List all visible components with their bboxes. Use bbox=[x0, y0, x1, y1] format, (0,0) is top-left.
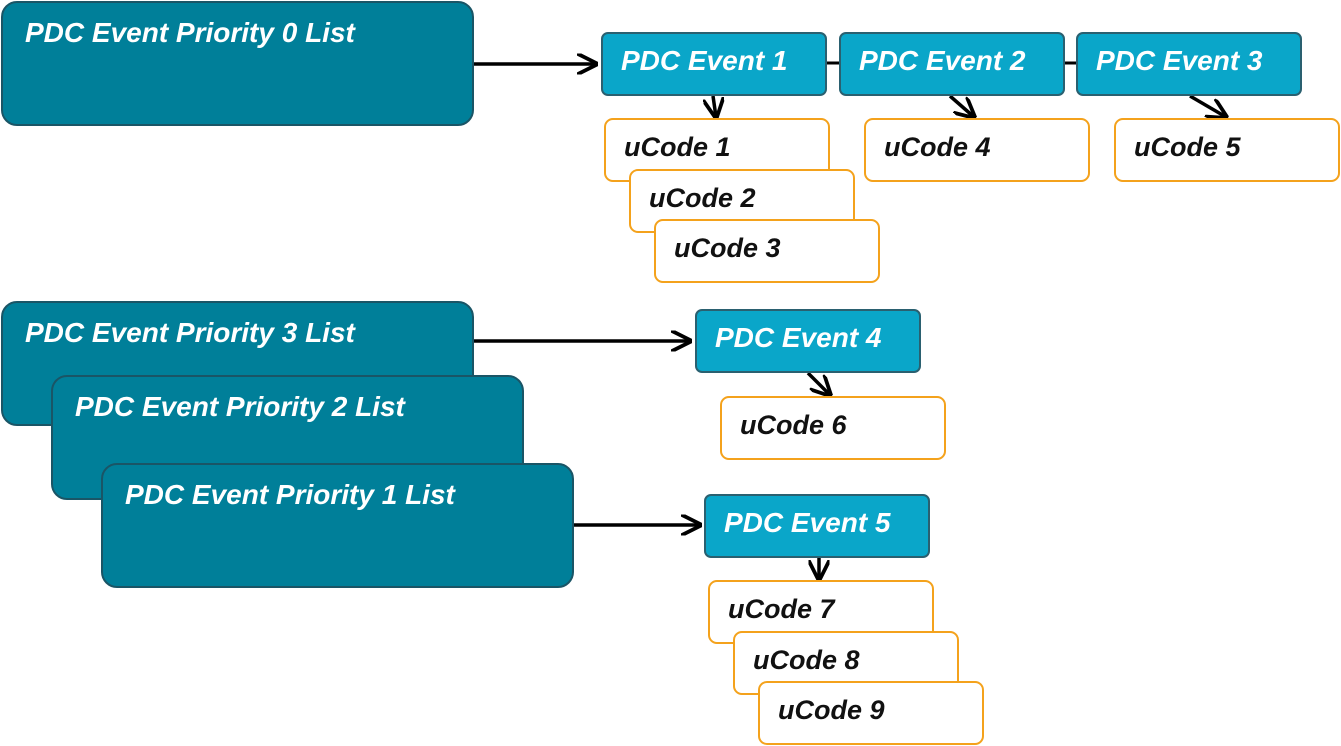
event-2-label: PDC Event 2 bbox=[859, 45, 1026, 76]
priority-1-list: PDC Event Priority 1 List bbox=[101, 463, 574, 588]
event-4-label: PDC Event 4 bbox=[715, 322, 882, 353]
priority-0-list-label: PDC Event Priority 0 List bbox=[25, 17, 355, 48]
ucode-6-label: uCode 6 bbox=[740, 410, 847, 440]
ucode-3-label: uCode 3 bbox=[674, 233, 781, 263]
ucode-6: uCode 6 bbox=[720, 396, 946, 460]
ucode-3: uCode 3 bbox=[654, 219, 880, 283]
edge-event3-to-ucode5 bbox=[1189, 94, 1226, 117]
priority-2-list-label: PDC Event Priority 2 List bbox=[75, 391, 405, 422]
ucode-5-label: uCode 5 bbox=[1134, 132, 1241, 162]
ucode-9: uCode 9 bbox=[758, 681, 984, 745]
ucode-5: uCode 5 bbox=[1114, 118, 1340, 182]
edge-event2-to-ucode4 bbox=[948, 94, 974, 117]
ucode-2-label: uCode 2 bbox=[649, 183, 756, 213]
event-3-label: PDC Event 3 bbox=[1096, 45, 1263, 76]
event-1: PDC Event 1 bbox=[601, 32, 827, 96]
event-3: PDC Event 3 bbox=[1076, 32, 1302, 96]
ucode-9-label: uCode 9 bbox=[778, 695, 885, 725]
priority-1-list-label: PDC Event Priority 1 List bbox=[125, 479, 455, 510]
event-2: PDC Event 2 bbox=[839, 32, 1065, 96]
event-4: PDC Event 4 bbox=[695, 309, 921, 373]
event-5-label: PDC Event 5 bbox=[724, 507, 891, 538]
edge-event4-to-ucode6 bbox=[806, 371, 830, 395]
ucode-4: uCode 4 bbox=[864, 118, 1090, 182]
priority-0-list: PDC Event Priority 0 List bbox=[1, 1, 474, 126]
ucode-7-label: uCode 7 bbox=[728, 594, 835, 624]
ucode-8-label: uCode 8 bbox=[753, 645, 860, 675]
ucode-1-label: uCode 1 bbox=[624, 132, 731, 162]
ucode-4-label: uCode 4 bbox=[884, 132, 991, 162]
edge-event1-to-ucode1 bbox=[713, 95, 716, 117]
event-1-label: PDC Event 1 bbox=[621, 45, 788, 76]
priority-3-list-label: PDC Event Priority 3 List bbox=[25, 317, 355, 348]
event-5: PDC Event 5 bbox=[704, 494, 930, 558]
